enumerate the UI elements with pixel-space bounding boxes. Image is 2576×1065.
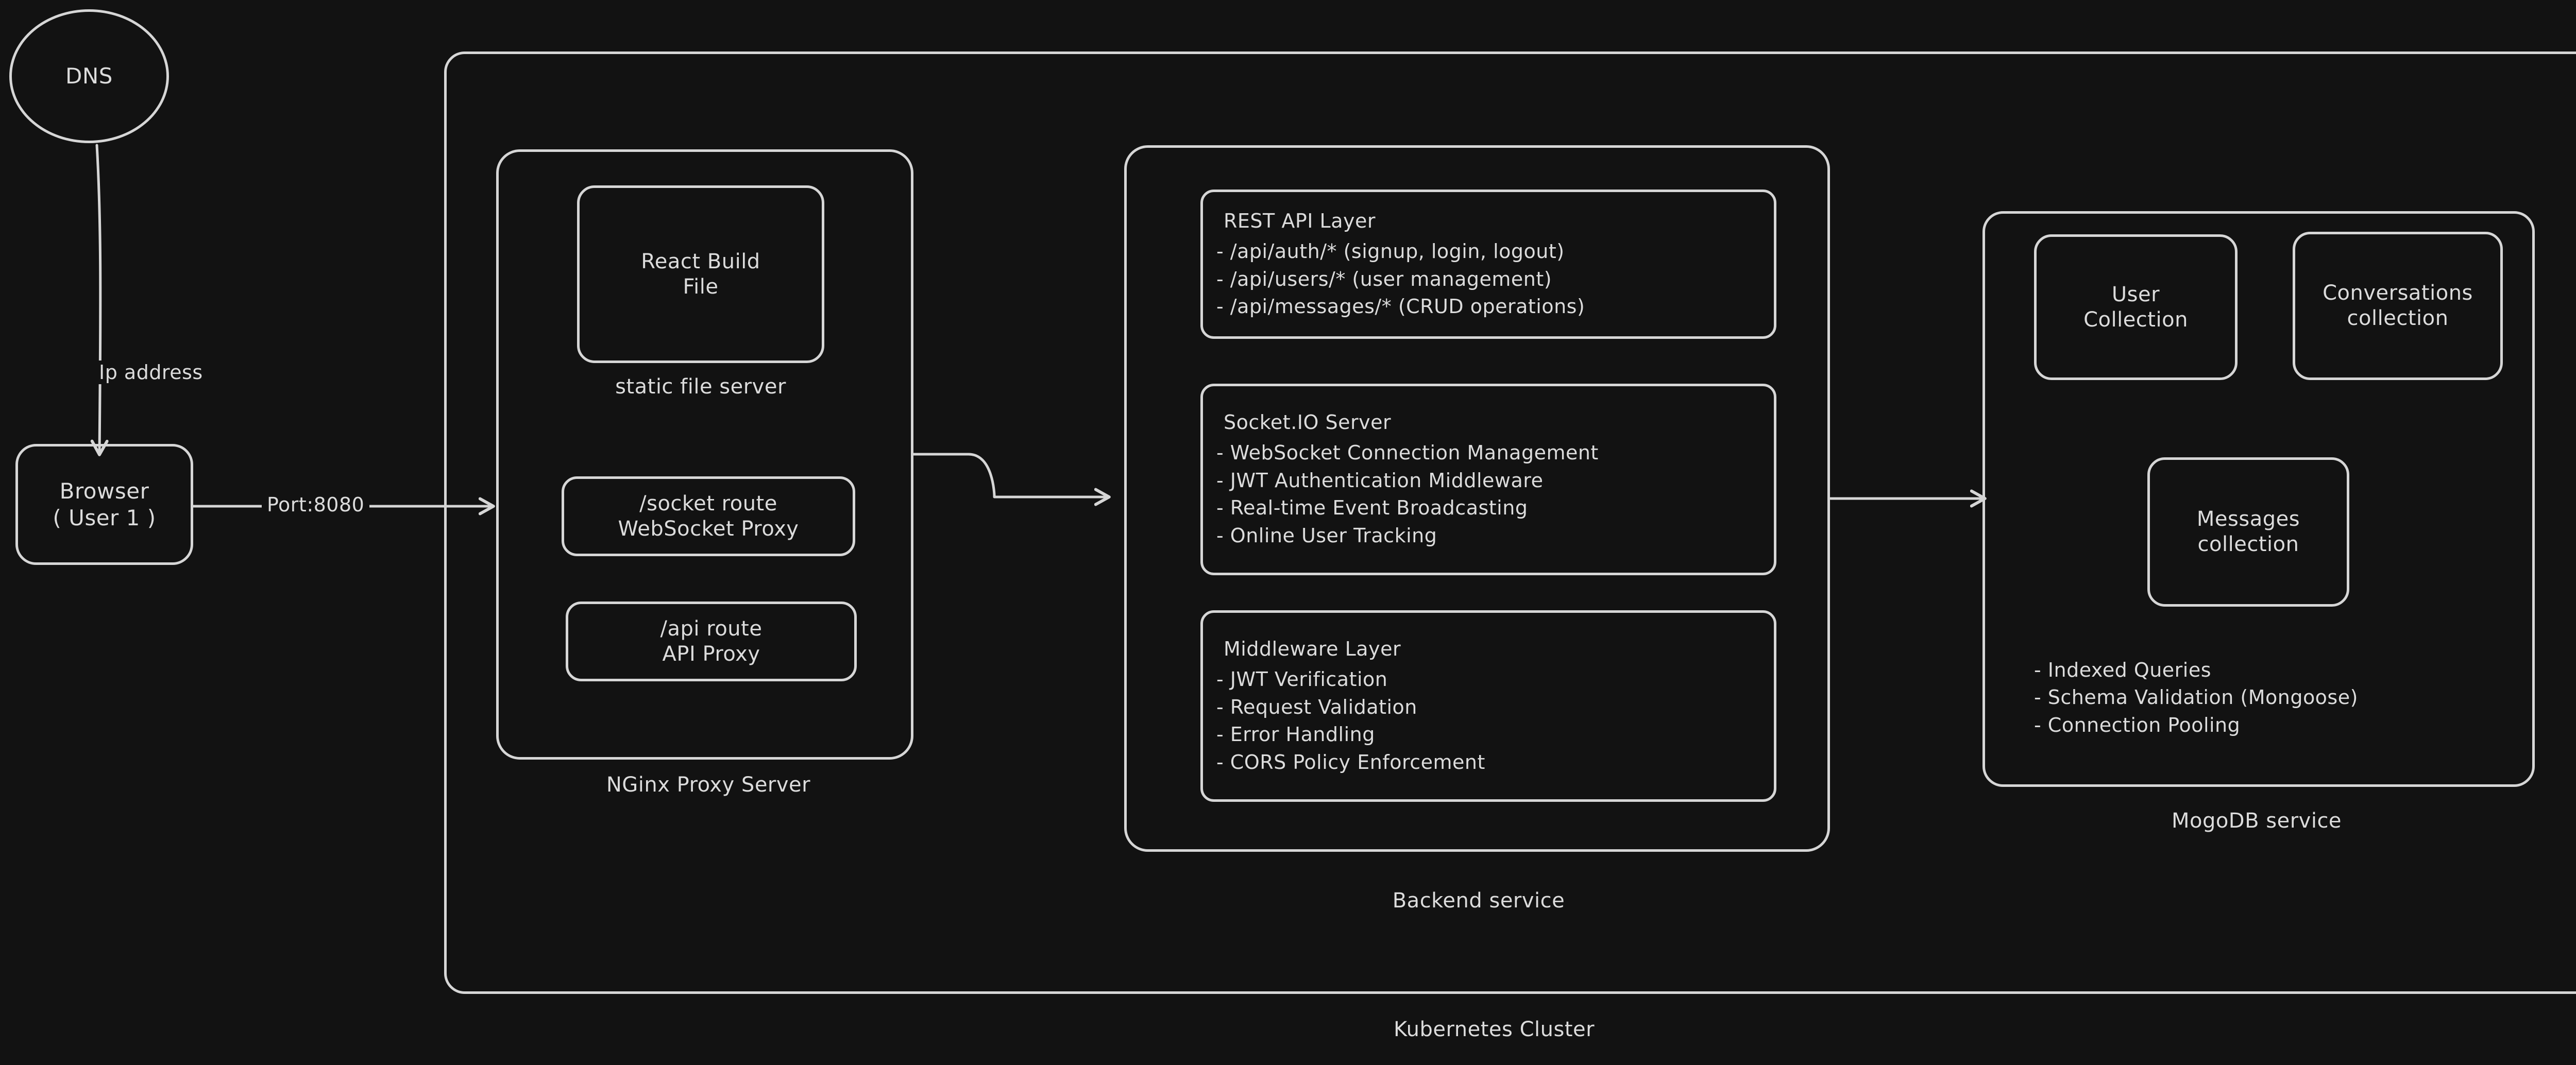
nginx-proxy-group <box>496 149 913 760</box>
nginx-proxy-caption: NGinx Proxy Server <box>606 773 811 797</box>
api-route-proxy-box[interactable]: /api route API Proxy <box>566 602 857 681</box>
wire-dns-to-browser <box>90 144 109 456</box>
mongodb-service-caption: MogoDB service <box>2171 809 2342 833</box>
browser-node[interactable]: Browser ( User 1 ) <box>15 444 193 565</box>
rest-api-layer-line-3: - /api/messages/* (CRUD operations) <box>1216 295 1585 318</box>
conversations-collection-box[interactable]: Conversations collection <box>2293 232 2503 380</box>
socket-route-proxy-label: /socket route WebSocket Proxy <box>618 491 799 541</box>
socket-io-server-line-3: - Real-time Event Broadcasting <box>1216 496 1528 520</box>
middleware-layer-line-2: - Request Validation <box>1216 695 1417 718</box>
socket-io-server-line-4: - Online User Tracking <box>1216 524 1437 547</box>
mongodb-service-group <box>1982 211 2535 787</box>
socket-io-server-line-2: - JWT Authentication Middleware <box>1216 469 1544 492</box>
rest-api-layer-line-2: - /api/users/* (user management) <box>1216 267 1552 290</box>
static-file-server-caption: static file server <box>615 375 786 399</box>
rest-api-layer-line-1: - /api/auth/* (signup, login, logout) <box>1216 240 1565 263</box>
user-collection-label: User Collection <box>2083 282 2188 332</box>
mongodb-feature-1: - Indexed Queries <box>2034 659 2212 681</box>
socket-io-server-panel[interactable]: Socket.IO Server - WebSocket Connection … <box>1200 384 1776 575</box>
backend-service-caption: Backend service <box>1392 889 1565 913</box>
api-route-proxy-label: /api route API Proxy <box>660 616 762 666</box>
middleware-layer-title: Middleware Layer <box>1224 638 1401 661</box>
messages-collection-box[interactable]: Messages collection <box>2147 457 2349 607</box>
socket-route-proxy-box[interactable]: /socket route WebSocket Proxy <box>562 476 855 556</box>
edge-label-port-8080: Port:8080 <box>262 493 370 517</box>
mongodb-feature-3: - Connection Pooling <box>2034 713 2241 736</box>
middleware-layer-panel[interactable]: Middleware Layer - JWT Verification - Re… <box>1200 610 1776 802</box>
kubernetes-cluster-group <box>444 51 2576 994</box>
edge-label-ip-address: Ip address <box>94 360 208 385</box>
dns-label: DNS <box>65 63 113 89</box>
react-build-file-label: React Build File <box>641 249 760 299</box>
socket-io-server-line-1: - WebSocket Connection Management <box>1216 441 1599 465</box>
middleware-layer-line-1: - JWT Verification <box>1216 668 1388 691</box>
user-collection-box[interactable]: User Collection <box>2034 234 2238 380</box>
kubernetes-cluster-caption: Kubernetes Cluster <box>1393 1018 1595 1041</box>
middleware-layer-line-4: - CORS Policy Enforcement <box>1216 750 1485 774</box>
backend-service-group <box>1124 145 1830 852</box>
socket-io-server-title: Socket.IO Server <box>1224 411 1392 434</box>
mongodb-feature-2: - Schema Validation (Mongoose) <box>2034 686 2358 709</box>
rest-api-layer-panel[interactable]: REST API Layer - /api/auth/* (signup, lo… <box>1200 190 1776 339</box>
browser-label: Browser ( User 1 ) <box>53 478 156 530</box>
react-build-file-box[interactable]: React Build File <box>577 185 824 363</box>
middleware-layer-line-3: - Error Handling <box>1216 723 1375 746</box>
conversations-collection-label: Conversations collection <box>2323 281 2473 330</box>
messages-collection-label: Messages collection <box>2196 507 2300 556</box>
dns-node[interactable]: DNS <box>9 9 169 143</box>
rest-api-layer-title: REST API Layer <box>1224 209 1376 232</box>
mongodb-feature-list: - Indexed Queries - Schema Validation (M… <box>2034 658 2549 737</box>
